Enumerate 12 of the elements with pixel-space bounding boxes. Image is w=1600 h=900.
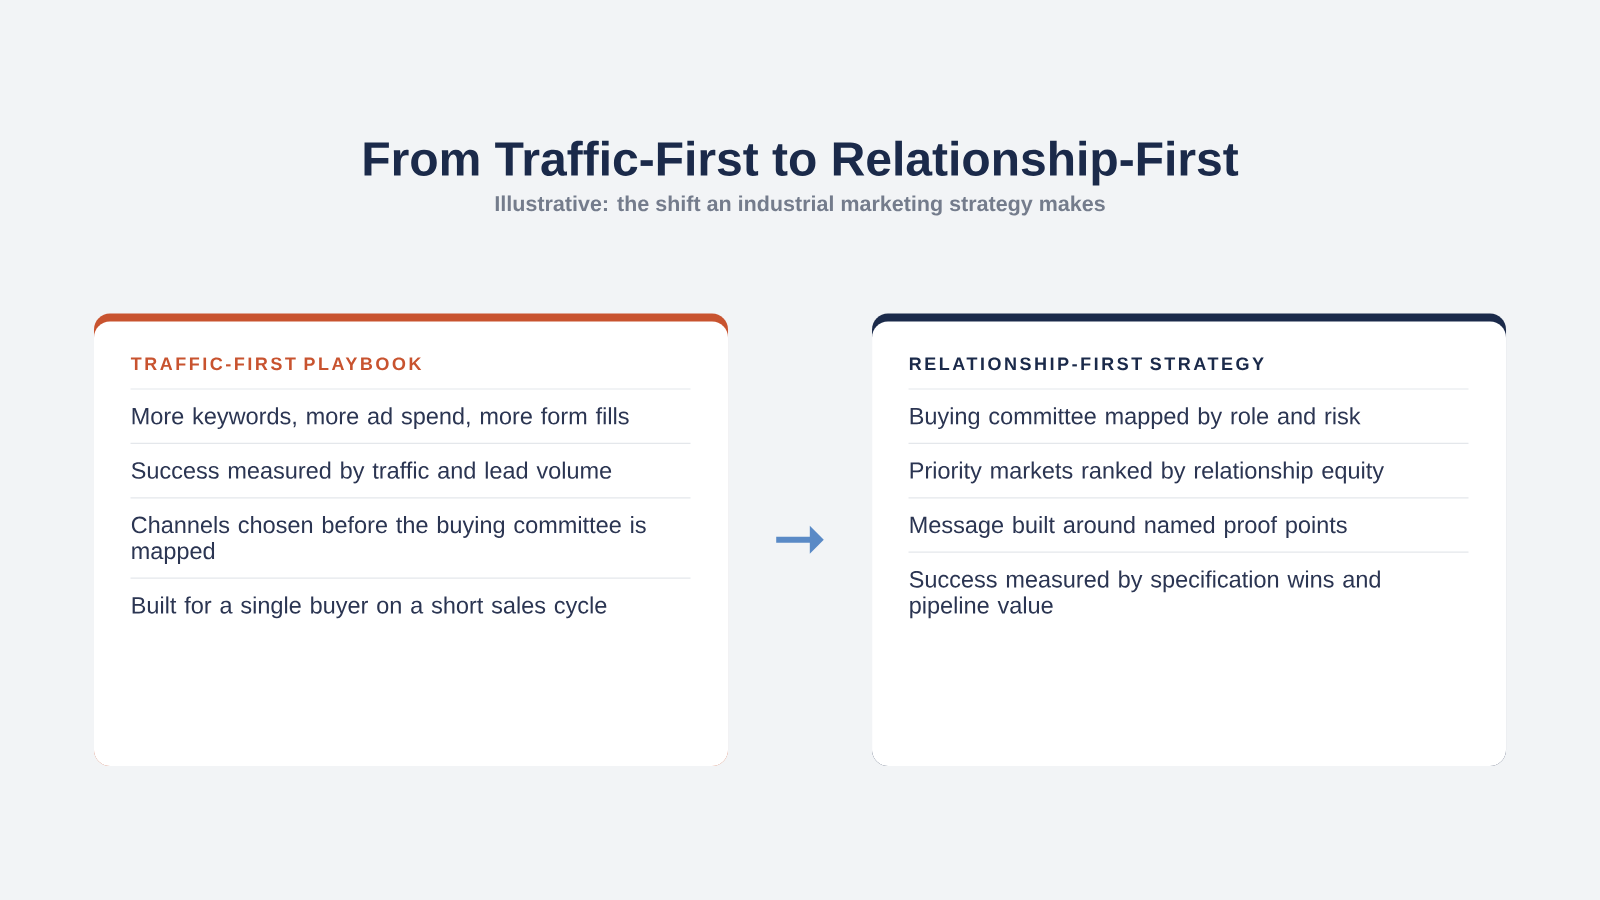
card-heading: TRAFFIC-FIRST PLAYBOOK: [130, 357, 422, 371]
list-item: Buying committee mapped by role and risk: [910, 407, 1361, 430]
list-item: Priority markets ranked by relationship equity: [910, 461, 1384, 484]
list-item: Message built around named proof points: [910, 516, 1347, 538]
list-item: Success measured by specification wins and pipeline value: [909, 570, 1380, 619]
list-item: More keywords, more ad spend, more form fills: [132, 407, 629, 430]
list-item: Success measured by traffic and lead volume: [131, 461, 612, 484]
subtitle: Illustrative: the shift an industrial marketing strategy makes: [495, 195, 1105, 216]
card-heading: RELATIONSHIP-FIRST STRATEGY: [909, 357, 1264, 371]
list-item: Channels chosen before the buying committee is mapped: [131, 516, 646, 564]
list-item: Built for a single buyer on a short sales cycle: [132, 596, 607, 619]
title: From Traffic-First to Relationship-First: [364, 140, 1239, 186]
